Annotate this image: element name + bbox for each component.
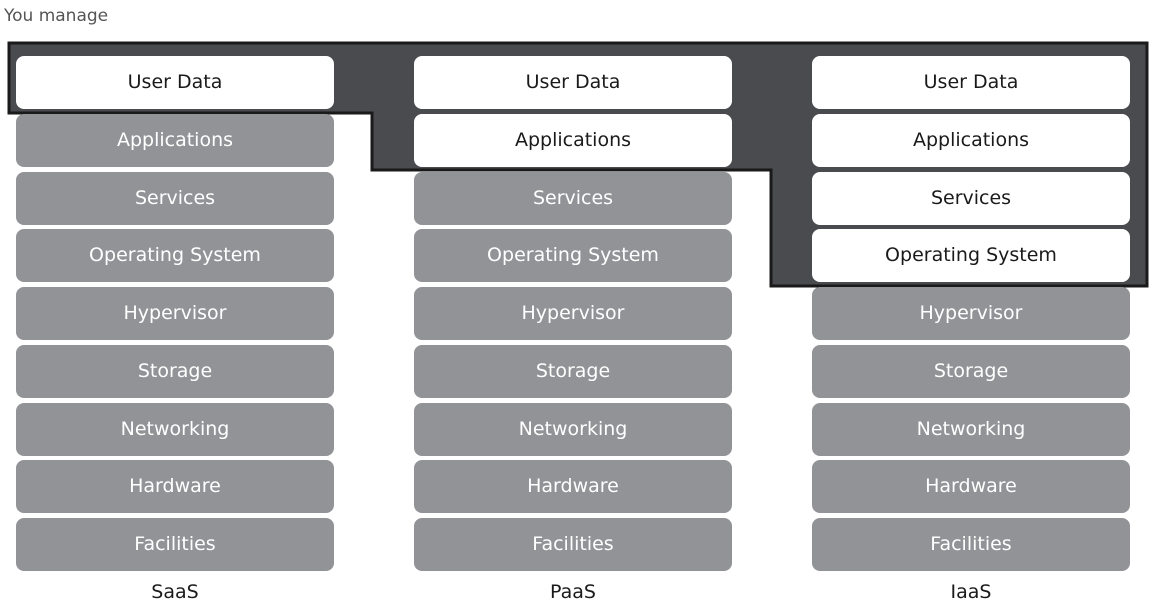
layer-hypervisor: Hypervisor xyxy=(414,287,732,340)
layer-hypervisor: Hypervisor xyxy=(812,287,1130,340)
layer-services: Services xyxy=(16,171,334,225)
layer-storage: Storage xyxy=(414,344,732,398)
layer-hardware: Hardware xyxy=(414,460,732,514)
layer-services: Services xyxy=(812,171,1130,225)
layer-applications: Applications xyxy=(16,113,334,167)
layer-networking: Networking xyxy=(414,402,732,456)
you-manage-caption: You manage xyxy=(4,6,109,26)
layer-hypervisor: Hypervisor xyxy=(16,287,334,340)
layer-hardware: Hardware xyxy=(812,460,1130,514)
layer-operating-system: Operating System xyxy=(812,229,1130,283)
layer-facilities: Facilities xyxy=(414,518,732,571)
layer-networking: Networking xyxy=(16,402,334,456)
layer-facilities: Facilities xyxy=(812,518,1130,571)
column-label-paas: PaaS xyxy=(550,580,596,603)
layer-facilities: Facilities xyxy=(16,518,334,571)
layer-storage: Storage xyxy=(812,344,1130,398)
column-paas: User Data Applications Services Operatin… xyxy=(414,56,732,608)
layer-applications: Applications xyxy=(414,113,732,167)
column-label-saas: SaaS xyxy=(151,580,199,603)
column-label-iaas: IaaS xyxy=(950,580,992,603)
layer-hardware: Hardware xyxy=(16,460,334,514)
layer-user-data: User Data xyxy=(812,56,1130,109)
column-iaas: User Data Applications Services Operatin… xyxy=(812,56,1130,608)
layer-operating-system: Operating System xyxy=(414,229,732,283)
layer-services: Services xyxy=(414,171,732,225)
layer-applications: Applications xyxy=(812,113,1130,167)
layer-operating-system: Operating System xyxy=(16,229,334,283)
layer-networking: Networking xyxy=(812,402,1130,456)
layer-user-data: User Data xyxy=(16,56,334,109)
layer-storage: Storage xyxy=(16,344,334,398)
layer-user-data: User Data xyxy=(414,56,732,109)
column-saas: User Data Applications Services Operatin… xyxy=(16,56,334,608)
